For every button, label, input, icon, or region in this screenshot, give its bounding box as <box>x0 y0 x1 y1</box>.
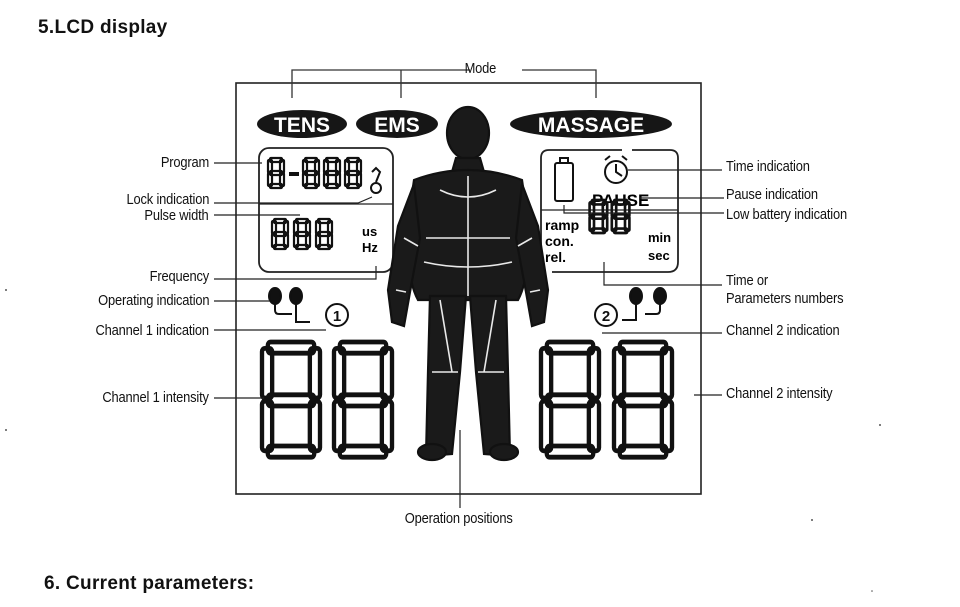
callout-lock-indication: Lock indication <box>126 191 209 208</box>
right-leader-lines <box>563 169 724 396</box>
pulse-unit-us: us <box>362 224 377 239</box>
channel1-indicator: 1 <box>268 287 349 327</box>
mode-ems-badge: EMS <box>374 114 420 137</box>
channel2-marker: 2 <box>602 308 610 325</box>
scan-specks <box>5 289 881 592</box>
program-box: 8-88 888 us Hz <box>258 147 394 273</box>
section-heading-current-parameters: 6. Current parameters: <box>44 573 255 594</box>
time-unit-sec: sec <box>648 248 670 263</box>
callout-mode: Mode <box>464 60 497 77</box>
callout-channel2-indication: Channel 2 indication <box>726 322 840 339</box>
callout-operation-positions: Operation positions <box>404 510 513 527</box>
rel-label: rel. <box>545 249 566 265</box>
callout-operating-indication: Operating indication <box>97 292 209 309</box>
callout-low-battery-indication: Low battery indication <box>726 206 847 223</box>
callout-channel1-indication: Channel 1 indication <box>95 322 210 339</box>
callout-parameters-numbers: Parameters numbers <box>726 290 844 307</box>
clock-icon <box>604 155 628 184</box>
pulse-digits <box>270 217 334 251</box>
callout-channel1-intensity: Channel 1 intensity <box>102 389 210 406</box>
callout-pause-indication: Pause indication <box>726 186 818 203</box>
time-unit-min: min <box>648 230 671 245</box>
callout-time-indication: Time indication <box>726 158 810 175</box>
callout-pulse-width: Pulse width <box>144 207 209 224</box>
channel1-marker: 1 <box>333 308 341 325</box>
con-label: con. <box>545 233 574 249</box>
mode-tens-badge: TENS <box>274 114 330 137</box>
lock-icon <box>370 166 382 194</box>
callout-channel2-intensity: Channel 2 intensity <box>726 385 833 402</box>
mode-bracket <box>291 69 597 98</box>
program-digits <box>266 156 363 190</box>
channel2-indicator: 2 <box>594 287 667 327</box>
ramp-label: ramp <box>545 217 579 233</box>
lcd-frame <box>235 82 702 495</box>
mode-massage-badge: MASSAGE <box>538 114 644 137</box>
channel1-intensity-digits <box>262 342 392 457</box>
callout-program: Program <box>160 154 209 171</box>
callout-frequency: Frequency <box>149 268 210 285</box>
left-leader-lines <box>214 162 377 399</box>
pulse-unit-hz: Hz <box>362 240 378 255</box>
mode-badges: TENS EMS MASSAGE <box>257 110 672 138</box>
section-heading-lcd: 5.LCD display <box>38 17 168 38</box>
callout-time-or: Time or <box>726 272 769 289</box>
body-segment-lines <box>395 176 541 373</box>
low-battery-icon <box>554 157 574 202</box>
time-box: PAUSE ramp con. rel. 88 min sec <box>540 149 679 274</box>
channel2-intensity-digits <box>541 342 672 457</box>
